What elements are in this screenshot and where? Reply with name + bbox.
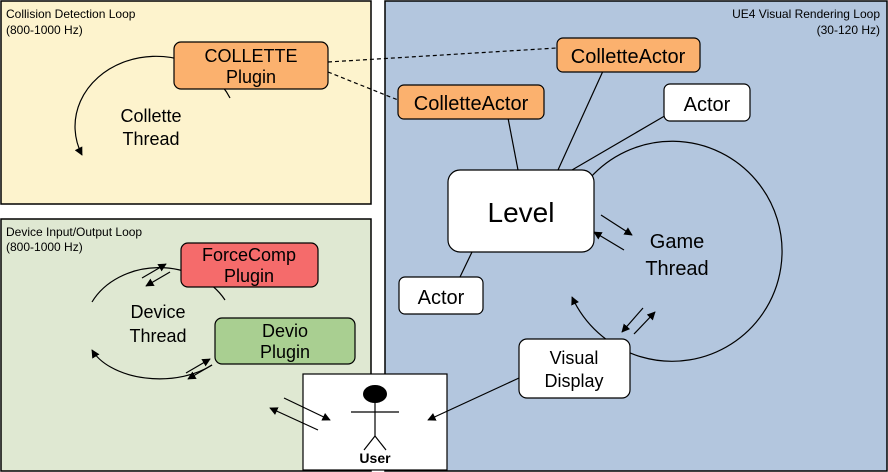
devio-out-arrow xyxy=(187,364,213,380)
device-to-user-arrow xyxy=(283,397,331,421)
visual-display-node: Visual Display xyxy=(518,338,631,399)
device-thread-label-2: Thread xyxy=(129,326,186,346)
collette-plugin-to-actor-top-link xyxy=(327,47,558,63)
forcecomp-in-arrow xyxy=(141,263,167,279)
display-to-user-arrow xyxy=(427,377,520,421)
collette-actor-top-label: ColletteActor xyxy=(571,46,686,68)
game-thread-label-1: Game xyxy=(650,231,704,253)
forcecomp-plugin-label-1: ForceComp xyxy=(202,245,296,265)
collision-detection-region: Collision Detection Loop (800-1000 Hz) xyxy=(0,0,372,205)
collision-region-title: Collision Detection Loop xyxy=(6,7,136,21)
collision-region-rate: (800-1000 Hz) xyxy=(6,23,83,37)
collette-plugin-node: COLLETTE Plugin xyxy=(173,41,329,90)
actor-top-label: Actor xyxy=(684,94,731,116)
display-to-game-thread-arrow xyxy=(633,311,656,335)
ue4-region-rate: (30-120 Hz) xyxy=(817,23,880,37)
game-thread-loop-arrow xyxy=(571,140,783,362)
collette-plugin-label-2: Plugin xyxy=(226,67,276,87)
actor-top-node: Actor xyxy=(663,83,751,122)
visual-display-label-2: Display xyxy=(544,371,603,391)
collette-actor-top-node: ColletteActor xyxy=(556,37,701,73)
forcecomp-plugin-node: ForceComp Plugin xyxy=(180,242,319,288)
devio-plugin-label-1: Devio xyxy=(262,321,308,341)
level-to-game-thread-arrow xyxy=(600,214,633,236)
user-node: User xyxy=(302,373,448,471)
actor-bottom-label: Actor xyxy=(418,287,465,309)
collette-actor-mid-label: ColletteActor xyxy=(414,93,529,115)
game-thread-label-2: Thread xyxy=(645,258,708,280)
visual-display-label-1: Visual xyxy=(550,348,599,368)
user-head-icon xyxy=(363,385,387,403)
collette-thread-label-1: Collette xyxy=(120,106,181,126)
device-region-title: Device Input/Output Loop xyxy=(6,225,142,239)
level-label: Level xyxy=(488,197,555,228)
device-region-rate: (800-1000 Hz) xyxy=(6,240,83,254)
device-thread-label-1: Device xyxy=(130,302,185,322)
game-thread-to-level-arrow xyxy=(593,231,625,251)
ue4-region-title: UE4 Visual Rendering Loop xyxy=(732,7,880,21)
level-actor-top-link xyxy=(571,113,669,171)
level-collette-actor-mid-link xyxy=(507,117,519,171)
collette-thread-label-2: Thread xyxy=(122,129,179,149)
level-node: Level xyxy=(447,169,595,253)
forcecomp-plugin-label-2: Plugin xyxy=(224,266,274,286)
level-collette-actor-top-link xyxy=(557,70,604,171)
collette-plugin-to-actor-mid-link xyxy=(327,71,399,101)
collette-actor-mid-node: ColletteActor xyxy=(397,84,545,120)
user-label: User xyxy=(359,450,391,466)
user-to-device-arrow xyxy=(269,407,319,431)
devio-plugin-node: Devio Plugin xyxy=(214,317,356,365)
forcecomp-out-arrow xyxy=(145,271,171,287)
game-thread-to-display-arrow xyxy=(621,307,644,333)
devio-in-arrow xyxy=(185,358,211,374)
devio-plugin-label-2: Plugin xyxy=(260,342,310,362)
actor-bottom-node: Actor xyxy=(398,276,484,315)
collette-plugin-label-1: COLLETTE xyxy=(204,46,297,66)
level-actor-bottom-link xyxy=(459,251,473,278)
